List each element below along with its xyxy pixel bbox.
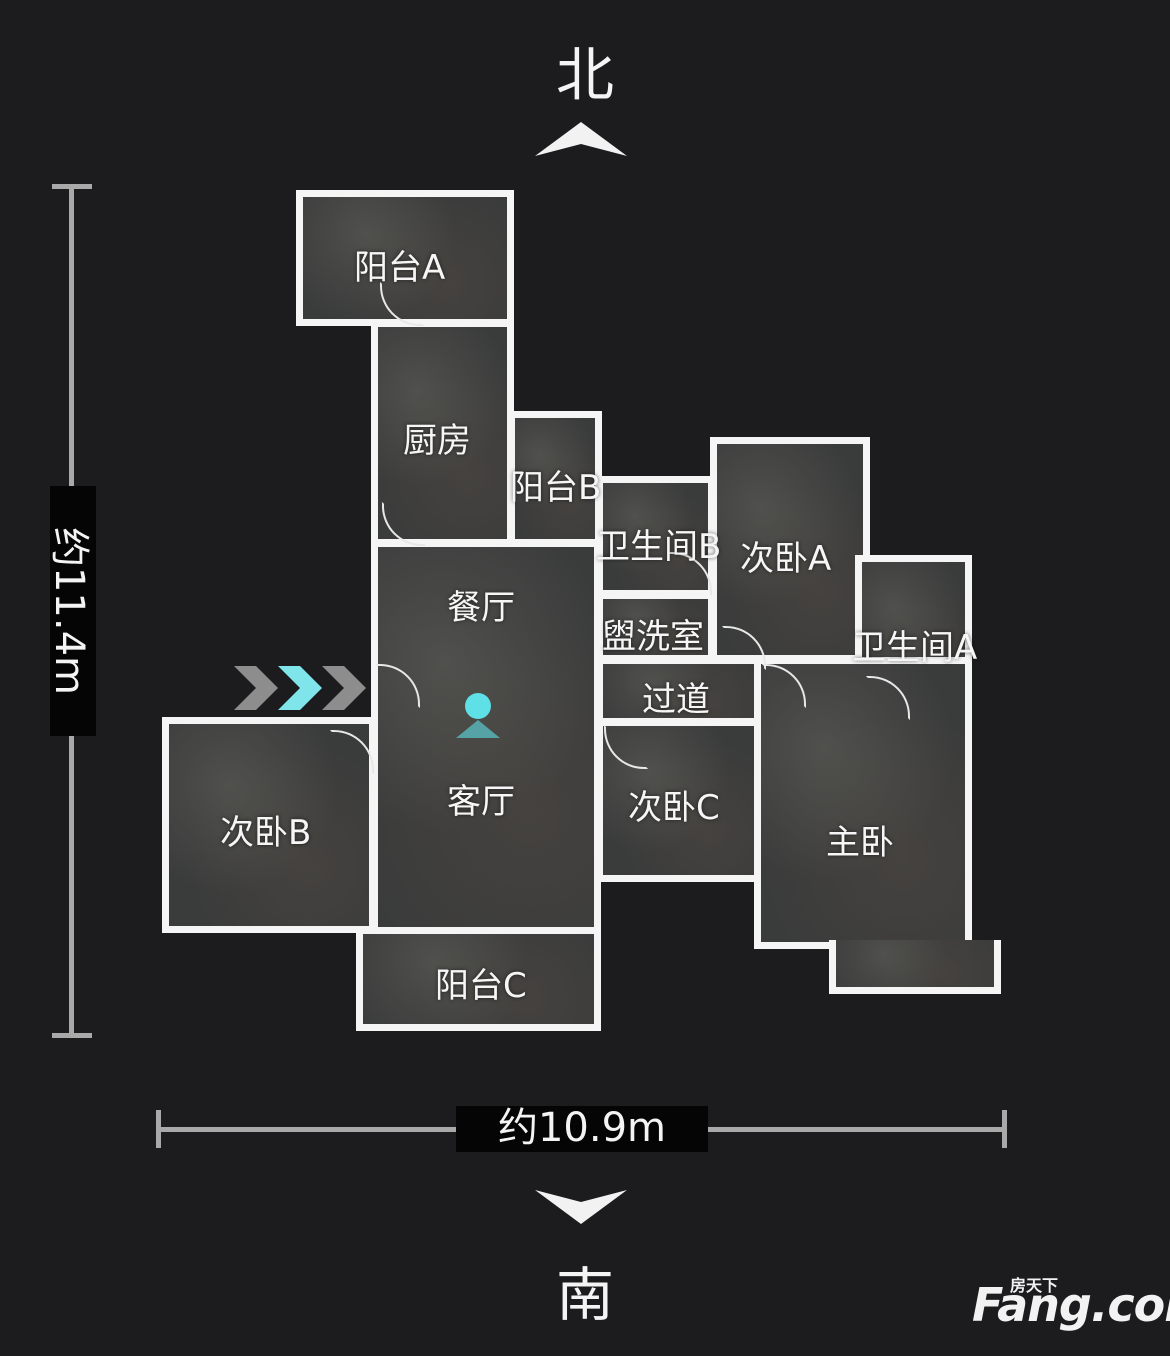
room-master-bedroom-extension[interactable] <box>829 940 1001 994</box>
room-kitchen[interactable] <box>371 320 514 546</box>
room-bedroom-a[interactable] <box>710 437 870 662</box>
south-arrow-icon <box>535 1190 627 1224</box>
label-balcony-a: 阳台A <box>354 248 446 288</box>
north-arrow-icon <box>535 122 627 156</box>
room-balcony-a[interactable] <box>296 190 514 326</box>
height-dimension-cap-top <box>52 184 92 189</box>
label-balcony-c: 阳台C <box>435 966 527 1006</box>
north-label: 北 <box>555 41 614 109</box>
width-dimension-cap-left <box>156 1110 161 1148</box>
label-master-bedroom: 主卧 <box>826 823 894 863</box>
room-master-bedroom[interactable] <box>754 657 972 949</box>
label-balcony-b: 阳台B <box>510 468 602 508</box>
label-dining: 餐厅 <box>447 588 515 628</box>
label-bedroom-a: 次卧A <box>740 539 832 579</box>
fang-logo: 房天下 Fang.com <box>972 1276 1170 1332</box>
entrance-chevrons-icon <box>234 666 366 710</box>
label-bedroom-c: 次卧C <box>628 788 720 828</box>
south-label: 南 <box>555 1261 614 1329</box>
width-dimension-cap-right <box>1002 1110 1007 1148</box>
width-dimension-label: 约10.9m <box>456 1106 708 1152</box>
height-dimension-cap-bottom <box>52 1033 92 1038</box>
label-bathroom-b: 卫生间B <box>596 527 722 567</box>
label-bedroom-b: 次卧B <box>220 813 312 853</box>
label-living: 客厅 <box>447 782 515 822</box>
height-dimension-label: 约11.4m <box>46 486 96 736</box>
label-bathroom-a: 卫生间A <box>852 628 978 668</box>
label-washroom: 盥洗室 <box>602 617 704 657</box>
room-balcony-c[interactable] <box>356 927 601 1031</box>
current-position-marker-icon[interactable] <box>452 690 504 742</box>
label-kitchen: 厨房 <box>403 421 471 461</box>
label-corridor: 过道 <box>642 680 710 720</box>
